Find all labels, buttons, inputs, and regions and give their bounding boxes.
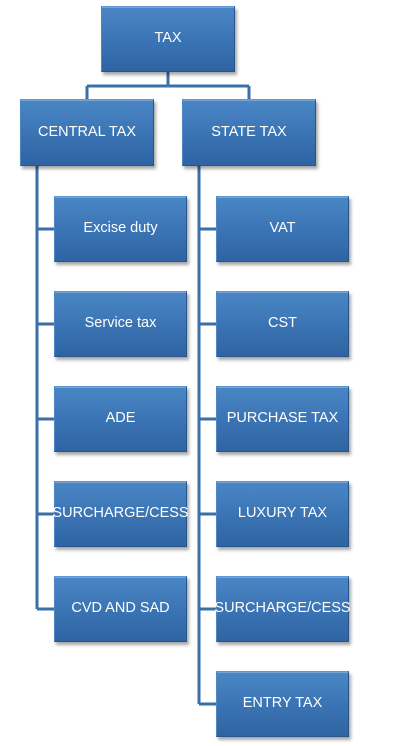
node-label: SURCHARGE/CESS bbox=[214, 600, 351, 617]
node-excise-duty: Excise duty bbox=[54, 196, 187, 262]
node-label: STATE TAX bbox=[211, 123, 287, 140]
node-vat: VAT bbox=[216, 196, 349, 262]
node-label: VAT bbox=[269, 220, 296, 237]
node-label: CVD AND SAD bbox=[71, 600, 170, 617]
node-label: CST bbox=[268, 315, 297, 332]
node-cst: CST bbox=[216, 291, 349, 357]
node-state-tax: STATE TAX bbox=[182, 99, 316, 166]
node-state-surcharge-cess: SURCHARGE/CESS bbox=[214, 576, 351, 642]
node-label: TAX bbox=[154, 30, 182, 47]
node-label: PURCHASE TAX bbox=[226, 410, 339, 427]
node-label: SURCHARGE/CESS bbox=[52, 505, 189, 522]
node-label: LUXURY TAX bbox=[237, 505, 328, 522]
root-connector bbox=[85, 72, 251, 99]
node-central-tax: CENTRAL TAX bbox=[20, 99, 154, 166]
node-cvd-and-sad: CVD AND SAD bbox=[54, 576, 187, 642]
node-purchase-tax: PURCHASE TAX bbox=[216, 386, 349, 452]
node-tax: TAX bbox=[101, 6, 235, 72]
node-service-tax: Service tax bbox=[54, 291, 187, 357]
node-label: ADE bbox=[105, 410, 136, 427]
node-label: Service tax bbox=[84, 315, 157, 332]
node-central-surcharge-cess: SURCHARGE/CESS bbox=[52, 481, 189, 547]
node-label: CENTRAL TAX bbox=[37, 123, 137, 140]
node-luxury-tax: LUXURY TAX bbox=[216, 481, 349, 547]
node-ade: ADE bbox=[54, 386, 187, 452]
node-label: Excise duty bbox=[83, 220, 158, 237]
node-label: ENTRY TAX bbox=[242, 695, 323, 712]
node-entry-tax: ENTRY TAX bbox=[216, 671, 349, 737]
